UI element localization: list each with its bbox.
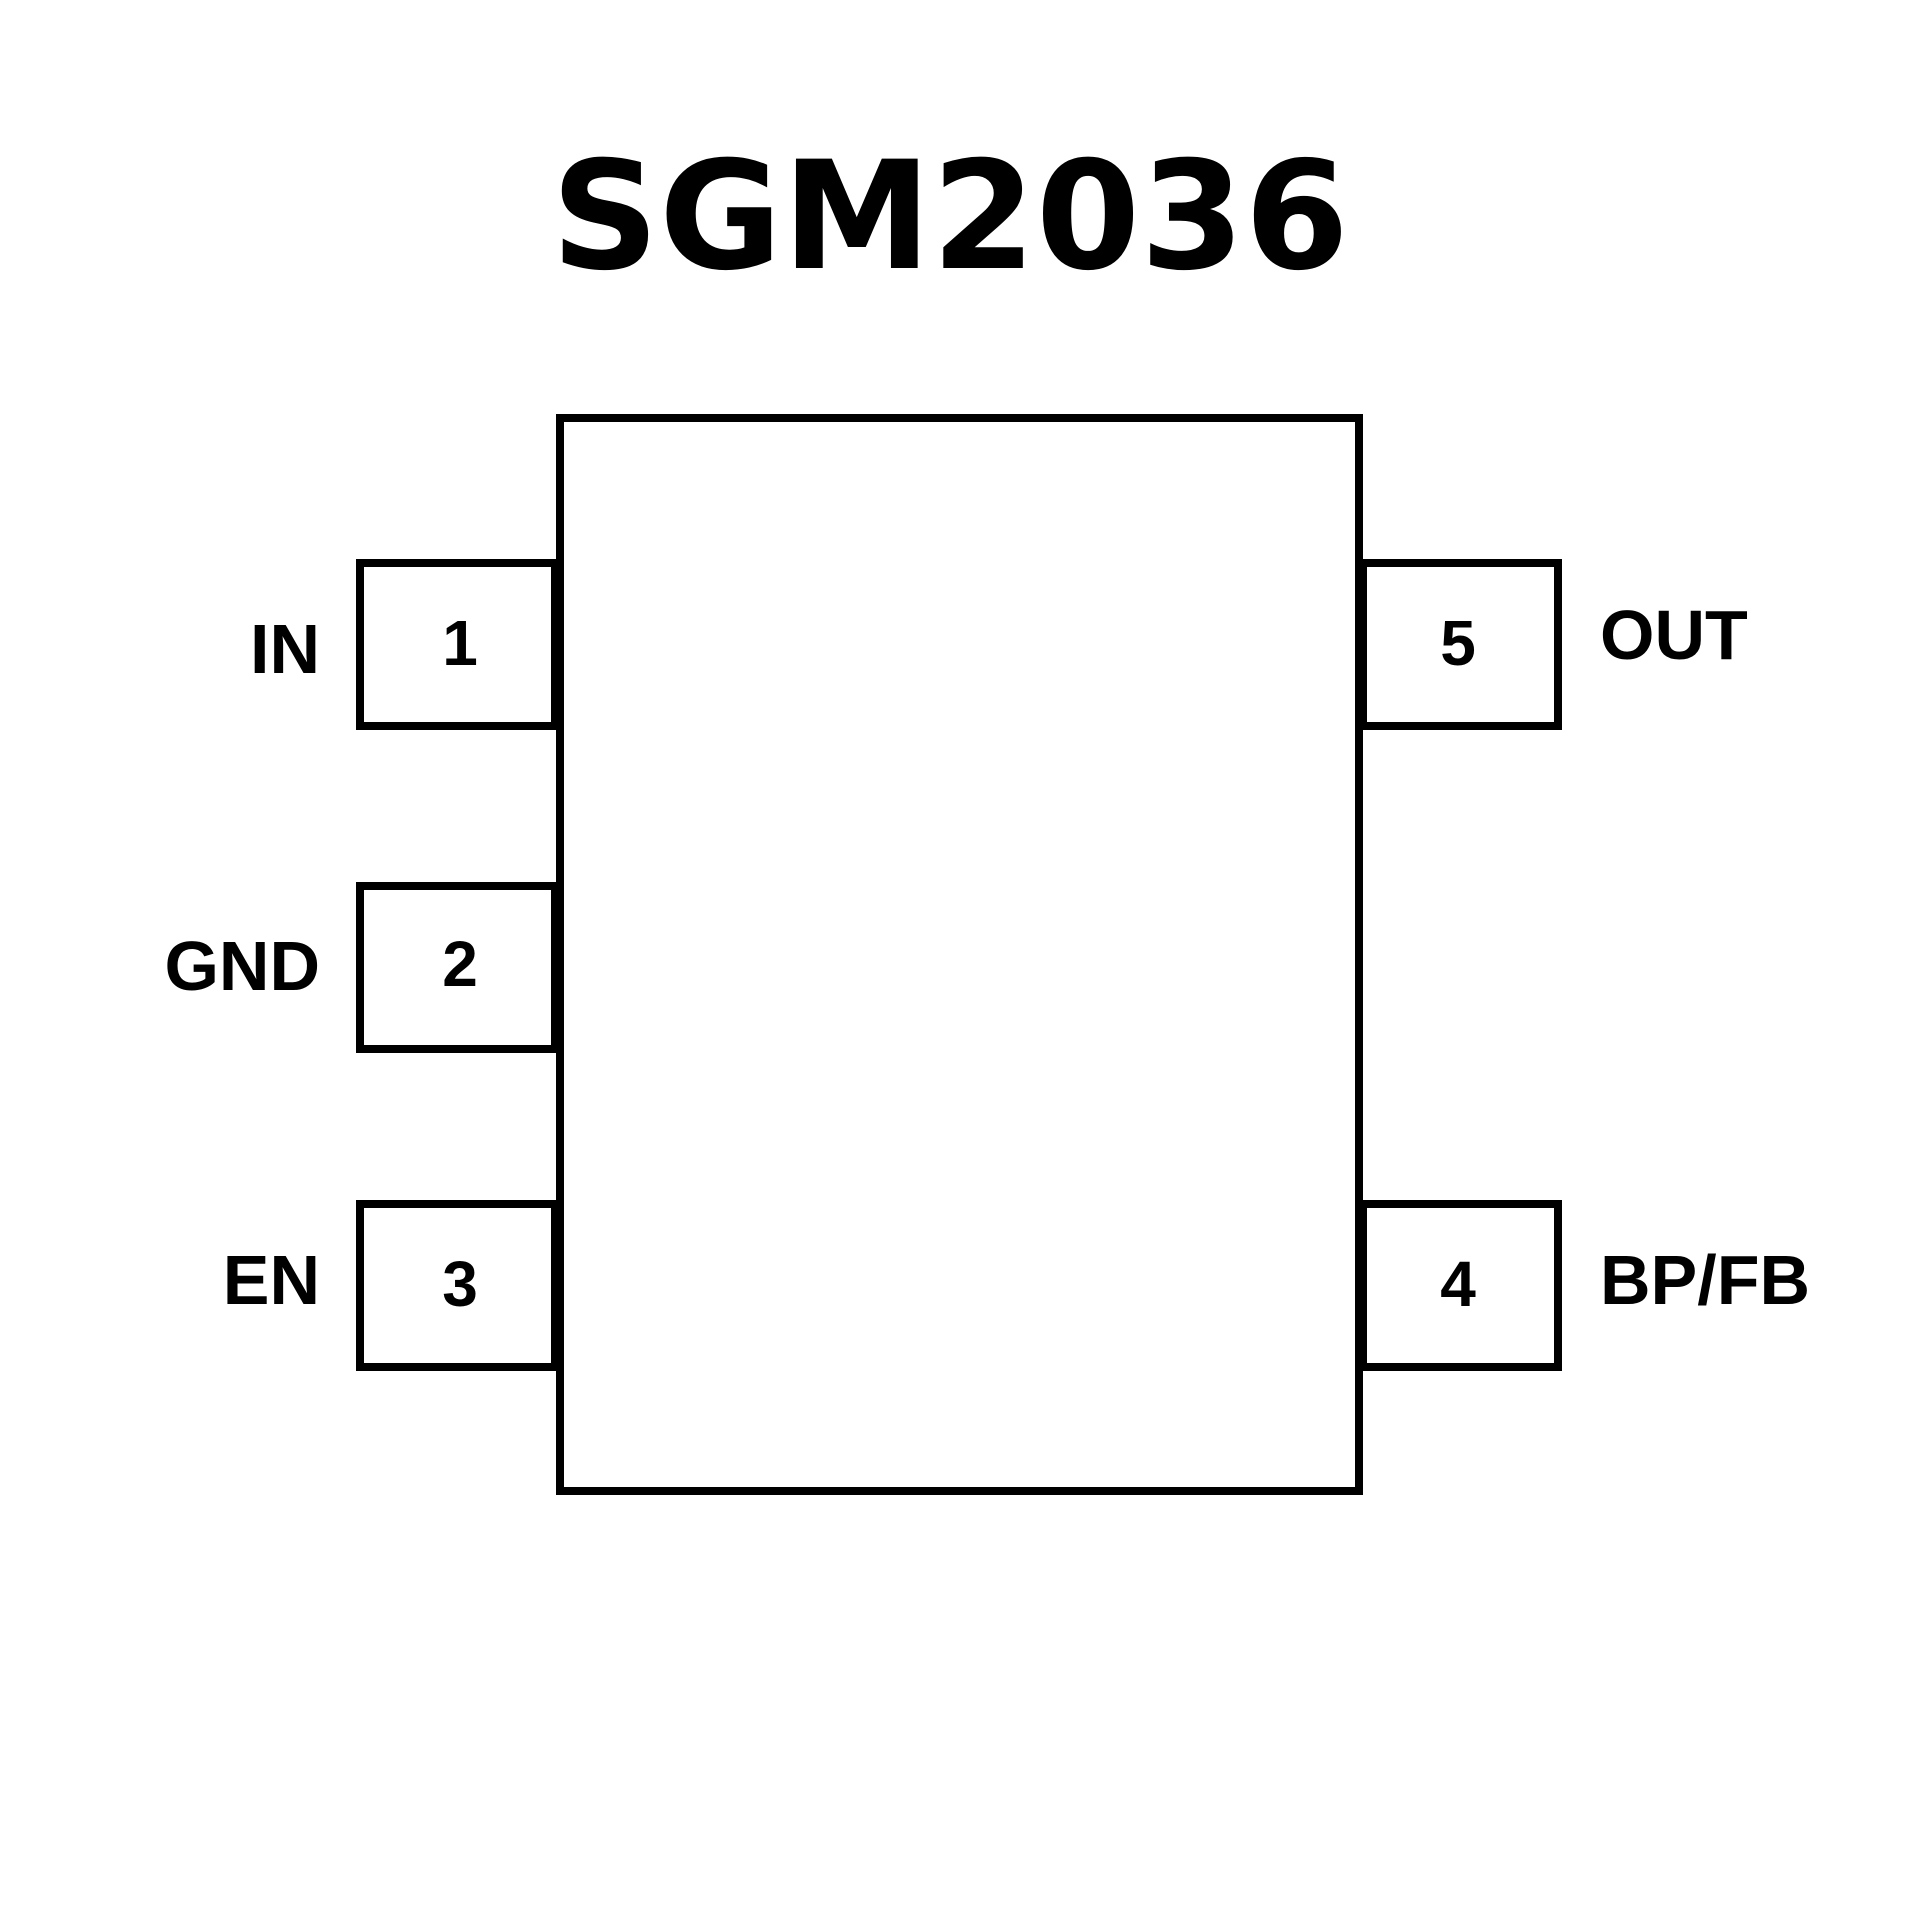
pin-1-box (356, 559, 559, 730)
pin-5-label: OUT (1600, 596, 1748, 674)
pin-3-box (356, 1200, 559, 1371)
pin-5-box (1359, 559, 1562, 730)
pin-3-number: 3 (442, 1248, 478, 1320)
pin-4-number: 4 (1440, 1248, 1476, 1320)
pin-4-box (1359, 1200, 1562, 1371)
pin-2-box (356, 882, 559, 1053)
chip-body (556, 414, 1363, 1495)
pin-5-number: 5 (1440, 607, 1476, 679)
pin-1-number: 1 (442, 607, 478, 679)
pin-2-label: GND (164, 927, 320, 1005)
pin-3-label: EN (223, 1241, 320, 1319)
pin-1-label: IN (250, 610, 320, 688)
pin-4-label: BP/FB (1600, 1241, 1810, 1319)
pin-2-number: 2 (442, 928, 478, 1000)
chip-title: SGM2036 (551, 130, 1349, 304)
